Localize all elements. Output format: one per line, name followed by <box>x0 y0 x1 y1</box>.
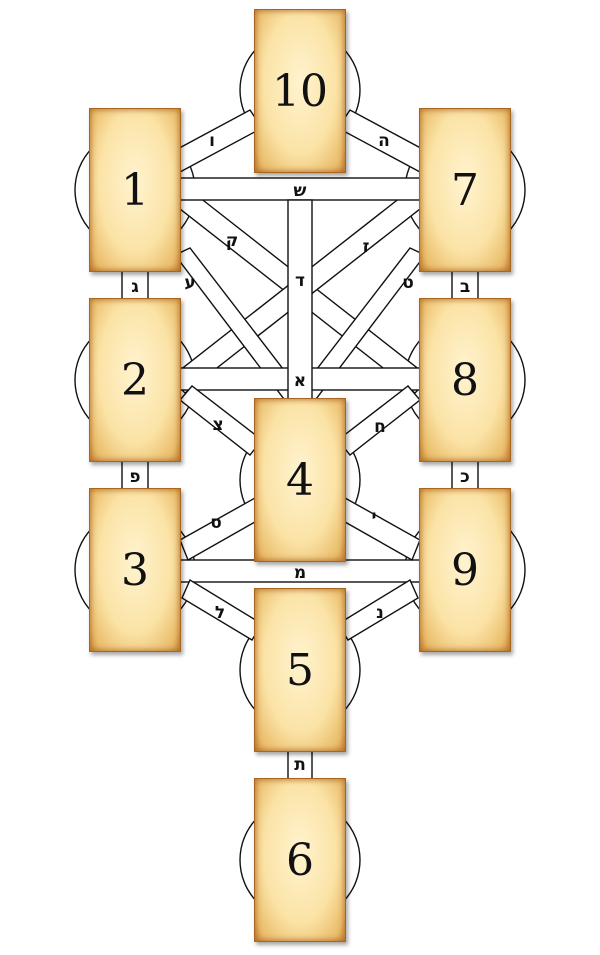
card-number: 10 <box>272 65 328 117</box>
path-bars <box>121 109 479 783</box>
path-letter-het: ח <box>374 417 386 437</box>
card-number: 3 <box>121 544 149 596</box>
path-letter-tet: ט <box>402 273 414 293</box>
path-letter-zayin: ז <box>363 237 370 257</box>
path-letter-qof: ק <box>226 231 239 251</box>
path-letter-kaf: כ <box>460 467 470 487</box>
bar-dalet <box>287 199 313 401</box>
card-number: 1 <box>121 164 149 216</box>
path-letter-alef: א <box>294 371 306 391</box>
card-number: 8 <box>451 354 479 406</box>
path-letter-tsadi: צ <box>212 415 223 435</box>
card-number: 5 <box>286 644 314 696</box>
card-number: 4 <box>286 454 314 506</box>
path-letter-vav: ו <box>209 131 215 151</box>
path-letter-gimel: ג <box>131 277 139 297</box>
bar-yod <box>337 496 421 562</box>
card-4[interactable]: 4 <box>254 398 346 562</box>
card-number: 2 <box>121 354 149 406</box>
card-number: 9 <box>451 544 479 596</box>
card-7[interactable]: 7 <box>419 108 511 272</box>
card-6[interactable]: 6 <box>254 778 346 942</box>
bar-nun <box>337 578 419 641</box>
card-10[interactable]: 10 <box>254 9 346 173</box>
path-letter-yod: י <box>371 507 376 527</box>
path-letter-lamed: ל <box>215 603 225 623</box>
bar-het <box>337 385 422 456</box>
path-letter-dalet: ד <box>295 271 305 291</box>
path-letter-bet: ב <box>460 277 470 297</box>
card-8[interactable]: 8 <box>419 298 511 462</box>
card-number: 6 <box>286 834 314 886</box>
card-9[interactable]: 9 <box>419 488 511 652</box>
path-letter-samekh: ס <box>210 513 222 533</box>
card-number: 7 <box>451 164 479 216</box>
card-2[interactable]: 2 <box>89 298 181 462</box>
card-3[interactable]: 3 <box>89 488 181 652</box>
path-letter-he: ה <box>378 131 390 151</box>
path-letter-ayin: ע <box>184 273 195 293</box>
card-1[interactable]: 1 <box>89 108 181 272</box>
path-letter-shin: ש <box>294 181 307 201</box>
path-letter-tav: ת <box>294 755 306 775</box>
path-letters: ו ה ש ק ז ד ע ט ג ב א צ ח פ כ ס י מ ל נ … <box>129 131 470 775</box>
path-letter-mem: מ <box>294 563 306 583</box>
bar-vav <box>171 109 264 173</box>
path-letter-nun: נ <box>376 603 384 623</box>
card-5[interactable]: 5 <box>254 588 346 752</box>
path-letter-pe: פ <box>129 467 140 487</box>
